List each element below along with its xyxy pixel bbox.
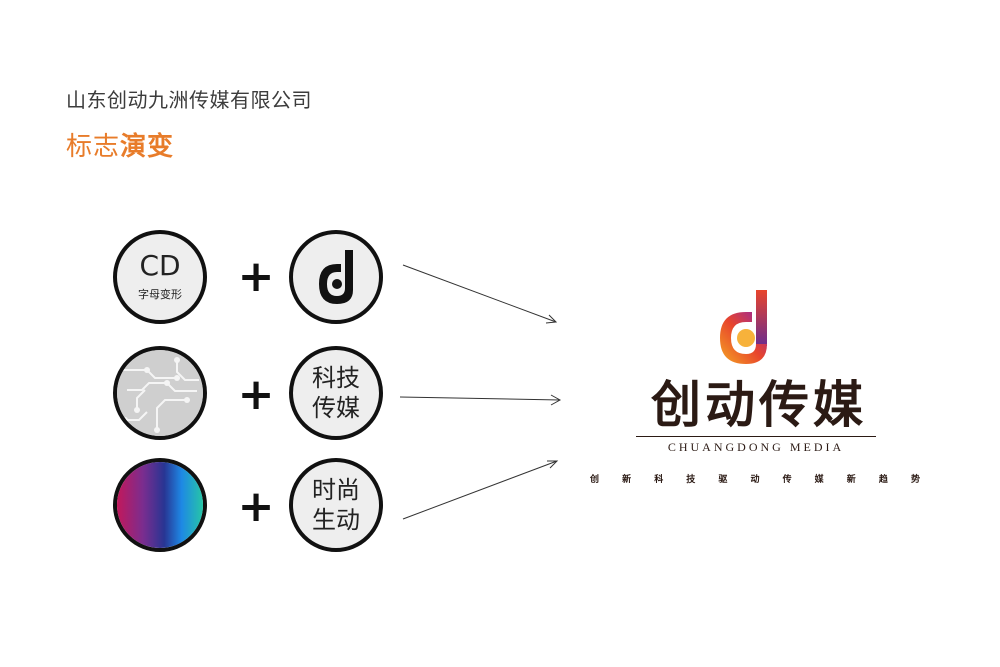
plus-sign: +: [237, 369, 275, 420]
cd-letter-circle: CD 字母变形: [113, 230, 207, 324]
cd-gradient-logo-icon: [720, 290, 767, 364]
slogan: 创 新 科 技 驱 动 传 媒 新 趋 势: [590, 472, 920, 485]
brand-name-cn: 创动传媒: [651, 375, 867, 434]
slogan-char: 趋: [878, 475, 888, 485]
section-title-part1: 标志: [66, 132, 121, 162]
arrow-middle: [399, 396, 561, 401]
tech-label: 科技: [312, 364, 360, 392]
slogan-char: 动: [750, 475, 760, 485]
fashion-vivid-circle: 时尚 生动: [289, 458, 383, 552]
plus-sign: +: [237, 481, 275, 532]
slogan-char: 技: [686, 475, 696, 485]
cd-logo-circle: [289, 230, 383, 324]
arrow-top: [402, 264, 557, 323]
circuit-circle: [113, 346, 207, 440]
company-name: 山东创动九洲传媒有限公司: [66, 88, 312, 112]
circuit-board-icon: [117, 350, 203, 436]
arrow-bottom: [402, 460, 558, 520]
slogan-char: 创: [590, 475, 600, 485]
brand-name-en: CHUANGDONG MEDIA: [667, 440, 845, 454]
cd-letter-logo-icon: [319, 250, 353, 304]
letter-transform-label: 字母变形: [138, 288, 182, 301]
slogan-char: 势: [910, 475, 920, 485]
slogan-char: 媒: [814, 475, 824, 485]
section-title-part2: 演变: [120, 132, 175, 162]
cd-letters: CD: [139, 249, 181, 282]
plus-sign: +: [237, 251, 275, 302]
gradient-circle: [113, 458, 207, 552]
slogan-char: 驱: [718, 475, 728, 485]
slogan-char: 传: [782, 475, 792, 485]
tech-media-circle: 科技 传媒: [289, 346, 383, 440]
vivid-label: 生动: [312, 506, 360, 534]
fashion-label: 时尚: [312, 476, 360, 504]
color-gradient-icon: [117, 462, 203, 548]
section-title: 标志演变: [66, 126, 174, 163]
slogan-char: 新: [622, 475, 632, 485]
brand-divider: [636, 436, 876, 437]
media-label: 传媒: [312, 394, 360, 422]
slogan-char: 科: [654, 475, 664, 485]
slogan-char: 新: [846, 475, 856, 485]
